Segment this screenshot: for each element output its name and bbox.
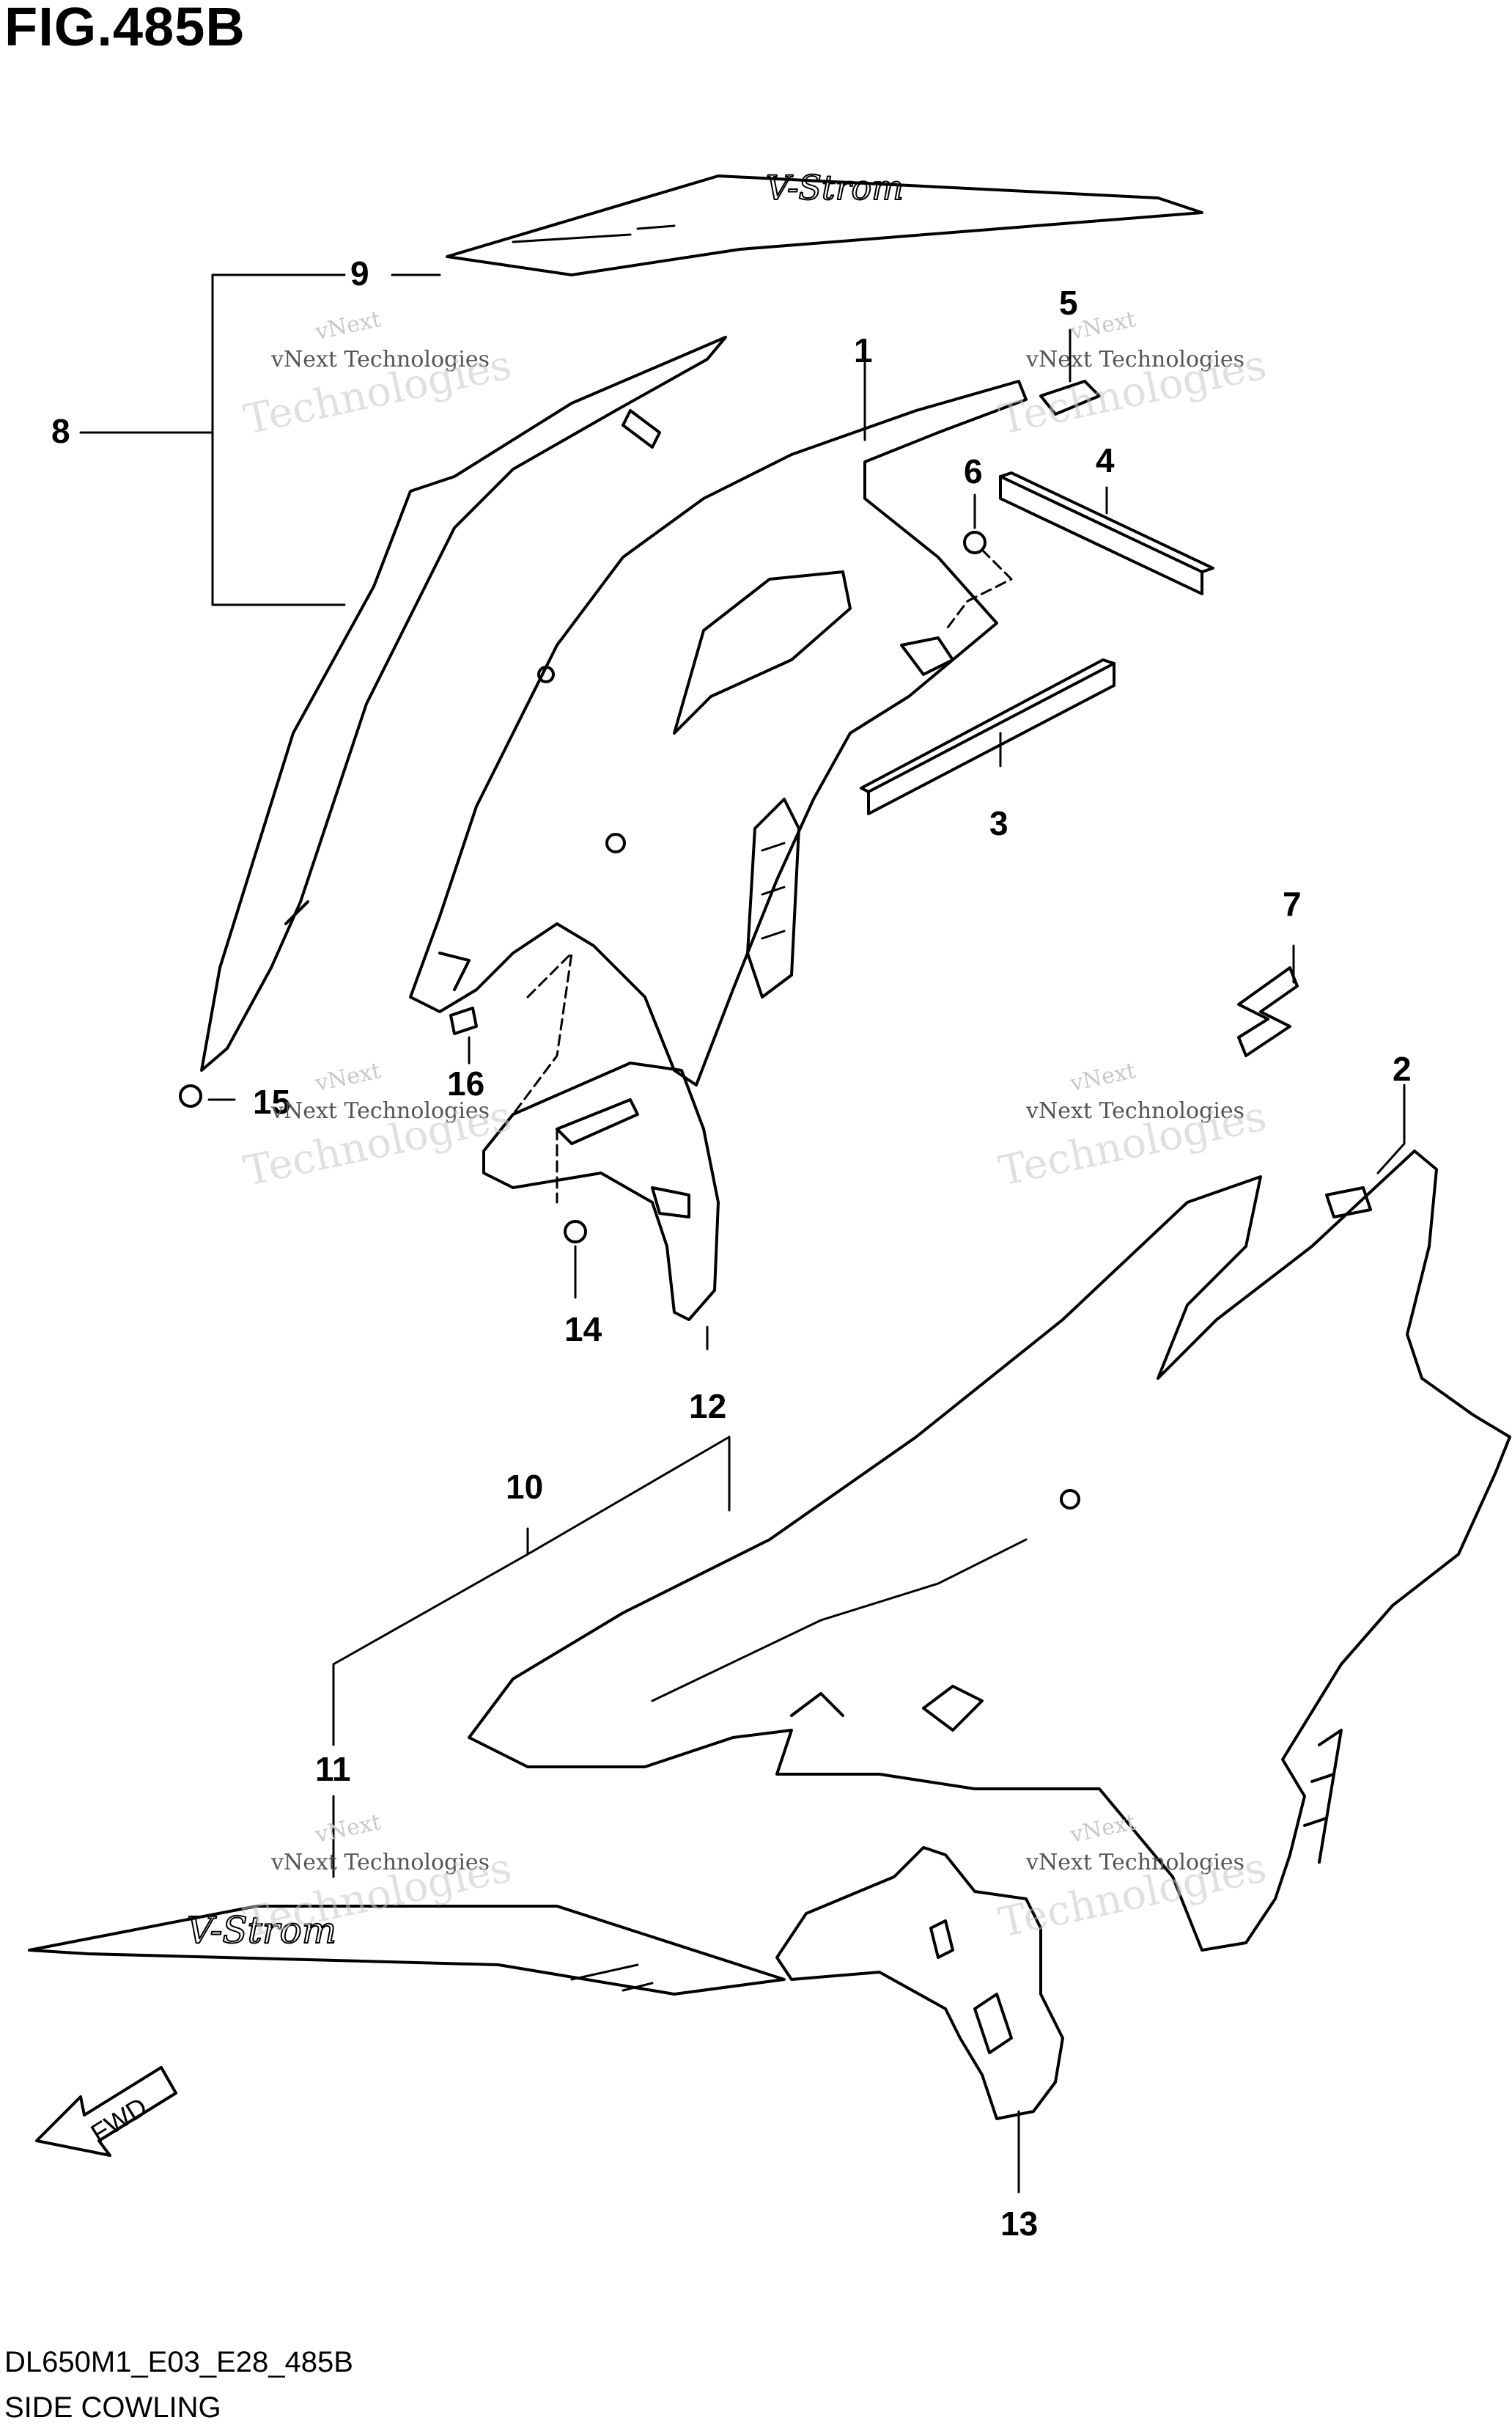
callout-5: 5 <box>1059 284 1078 322</box>
callout-15: 15 <box>253 1083 291 1121</box>
callout-16: 16 <box>447 1065 485 1103</box>
decal-text-upper: V-Strom <box>766 168 904 207</box>
part-1-side-panel <box>409 380 1028 1087</box>
callout-3: 3 <box>989 804 1008 842</box>
callout-2: 2 <box>1393 1050 1412 1088</box>
bracket-10-11 <box>332 1435 731 1878</box>
callout-13: 13 <box>1000 2205 1039 2243</box>
figure-title: FIG.485B <box>4 0 246 57</box>
decal-text-lower: V-Strom <box>187 1909 336 1952</box>
bracket-8-9 <box>79 273 441 606</box>
callout-14: 14 <box>564 1310 602 1348</box>
part-2-lower-cowling <box>468 1150 1511 1952</box>
part-6-screw <box>944 531 1013 632</box>
callout-4: 4 <box>1096 441 1115 479</box>
part-11-lower-decal: V-Strom <box>28 1905 786 1996</box>
fwd-arrow: FWD <box>35 2066 177 2157</box>
part-9-upper-decal: V-Strom <box>446 167 1203 276</box>
part-3-bar <box>860 658 1115 815</box>
callout-8: 8 <box>51 412 70 450</box>
part-14-screw <box>556 1128 587 1243</box>
part-15-screw <box>179 1084 202 1108</box>
callout-12: 12 <box>689 1387 727 1425</box>
svg-text:FWD: FWD <box>86 2091 152 2148</box>
part-7-emblem <box>1237 966 1299 1057</box>
callout-9: 9 <box>350 254 369 293</box>
callout-10: 10 <box>506 1468 544 1506</box>
part-5-clip <box>1039 380 1101 416</box>
callout-11: 11 <box>315 1750 351 1788</box>
leader-lines <box>207 328 1406 2194</box>
part-4-bar <box>999 471 1214 595</box>
part-13-bracket <box>775 1846 1064 2120</box>
figure-name: SIDE COWLING <box>4 2391 221 2424</box>
part-16-clip <box>449 952 573 1116</box>
callout-6: 6 <box>964 452 983 490</box>
callout-1: 1 <box>854 331 873 369</box>
figure-code: DL650M1_E03_E28_485B <box>4 2346 353 2378</box>
part-8-trim-strip <box>200 336 727 1072</box>
part-12-bracket <box>482 1062 720 1321</box>
callout-7: 7 <box>1283 885 1302 923</box>
